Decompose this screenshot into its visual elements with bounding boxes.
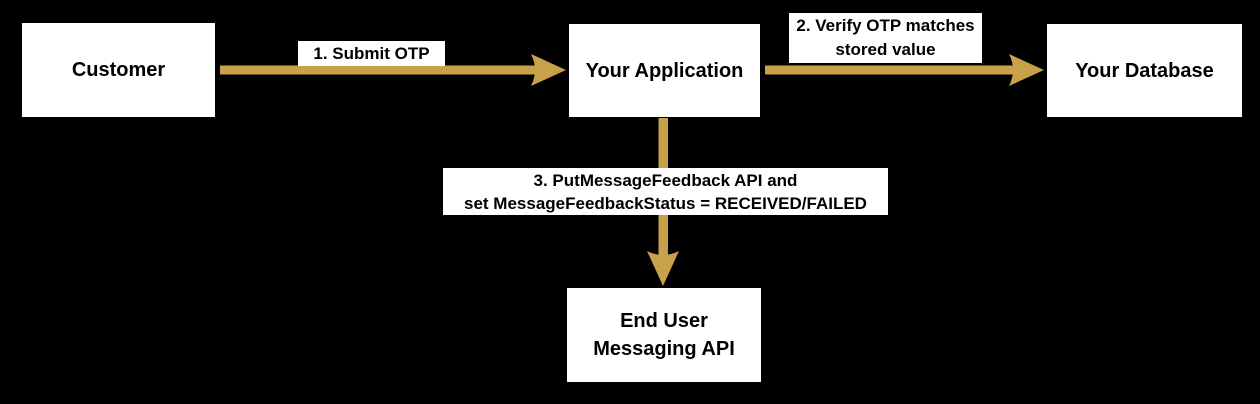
edge-application-to-database-arrowhead-icon xyxy=(1009,54,1044,86)
node-your-database: Your Database xyxy=(1046,23,1243,118)
edge-application-to-database-shaft xyxy=(765,65,1017,75)
edge-label-verify-otp-line2: stored value xyxy=(835,40,936,59)
edge-label-put-message-feedback: 3. PutMessageFeedback API and set Messag… xyxy=(443,168,888,215)
node-end-user-messaging-api-label-line2: Messaging API xyxy=(593,338,735,360)
edge-label-verify-otp: 2. Verify OTP matches stored value xyxy=(789,13,982,63)
node-customer-label: Customer xyxy=(71,59,166,81)
node-end-user-messaging-api: End User Messaging API xyxy=(566,287,762,383)
edge-customer-to-application-arrowhead-icon xyxy=(531,54,566,86)
node-customer: Customer xyxy=(21,22,216,118)
edge-label-verify-otp-line1: 2. Verify OTP matches xyxy=(796,16,975,35)
node-your-application-label: Your Application xyxy=(585,59,744,82)
node-your-application: Your Application xyxy=(568,23,761,118)
edge-label-put-message-feedback-line2: set MessageFeedbackStatus = RECEIVED/FAI… xyxy=(464,193,867,213)
edge-customer-to-application-shaft xyxy=(220,65,540,75)
edge-label-submit-otp: 1. Submit OTP xyxy=(298,41,445,66)
node-your-database-label: Your Database xyxy=(1075,59,1214,82)
edge-label-put-message-feedback-line1: 3. PutMessageFeedback API and xyxy=(533,170,798,190)
edge-application-to-messaging-arrowhead-icon xyxy=(647,251,679,286)
edge-label-submit-otp-text: 1. Submit OTP xyxy=(313,44,430,63)
node-end-user-messaging-api-label-line1: End User xyxy=(620,310,708,332)
